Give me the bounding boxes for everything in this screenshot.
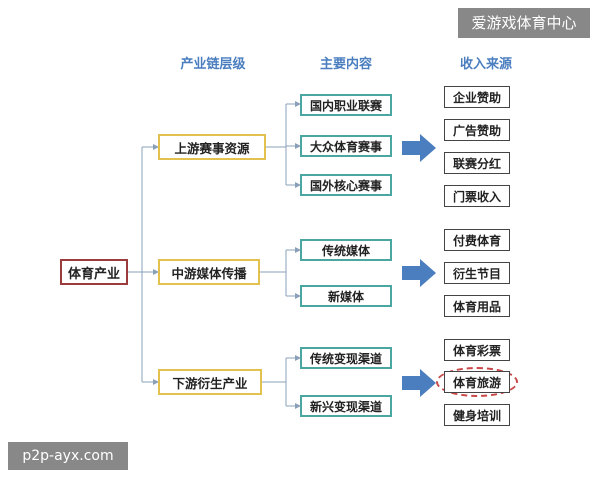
level1-downstream: 下游衍生产业 (158, 369, 262, 395)
revenue-derivative-shows: 衍生节目 (444, 262, 510, 284)
level1-midstream: 中游媒体传播 (158, 259, 260, 285)
arrow-upstream (402, 134, 436, 162)
watermark-bottom-left: p2p-ayx.com (8, 442, 128, 470)
header-revenue-source: 收入来源 (459, 57, 512, 72)
content-foreign-events: 国外核心赛事 (300, 174, 392, 196)
content-mass-events: 大众体育赛事 (300, 135, 392, 157)
revenue-sports-tourism: 体育旅游 (444, 371, 510, 393)
content-new-media: 新媒体 (300, 285, 392, 307)
content-emerging-channels: 新兴变现渠道 (300, 395, 392, 417)
content-traditional-channels: 传统变现渠道 (300, 347, 392, 369)
watermark-top-right: 爱游戏体育中心 (458, 8, 590, 38)
revenue-ticket-income: 门票收入 (444, 185, 510, 207)
arrow-midstream (402, 259, 436, 287)
revenue-fitness-training: 健身培训 (444, 404, 510, 426)
content-traditional-media: 传统媒体 (300, 239, 392, 261)
revenue-sporting-goods: 体育用品 (444, 295, 510, 317)
arrow-downstream (402, 369, 436, 397)
header-chain-level: 产业链层级 (180, 57, 246, 72)
revenue-corporate-sponsorship: 企业赞助 (444, 86, 510, 108)
header-main-content: 主要内容 (319, 57, 372, 72)
revenue-ad-sponsorship: 广告赞助 (444, 119, 510, 141)
level1-upstream: 上游赛事资源 (158, 134, 266, 160)
highlight-ellipse (436, 367, 518, 397)
revenue-league-dividend: 联赛分红 (444, 152, 510, 174)
content-domestic-league: 国内职业联赛 (300, 94, 392, 116)
flow-arrows (402, 134, 436, 397)
revenue-sports-lottery: 体育彩票 (444, 339, 510, 361)
revenue-paid-sports: 付费体育 (444, 229, 510, 251)
root-sports-industry: 体育产业 (60, 259, 128, 285)
